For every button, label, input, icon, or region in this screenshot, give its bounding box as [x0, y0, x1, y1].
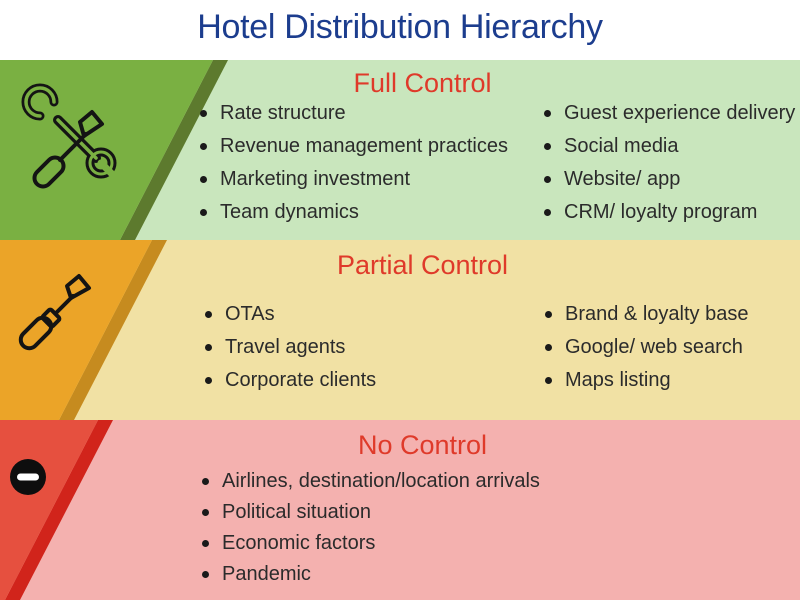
- section-no-control: No Control Airlines, destination/locatio…: [0, 420, 800, 600]
- list-item: Team dynamics: [198, 196, 508, 229]
- list-item: Airlines, destination/location arrivals: [200, 466, 540, 497]
- list-item: Brand & loyalty base: [543, 298, 748, 331]
- list-item: Marketing investment: [198, 163, 508, 196]
- section-partial-control: Partial Control OTAs Travel agents Corpo…: [0, 240, 800, 420]
- ribbon-edge: [5, 420, 113, 600]
- full-control-right-list: Guest experience delivery Social media W…: [542, 97, 795, 229]
- list-item: CRM/ loyalty program: [542, 196, 795, 229]
- list-item: Rate structure: [198, 97, 508, 130]
- no-control-left-list: Airlines, destination/location arrivals …: [200, 466, 540, 590]
- full-control-left-list: Rate structure Revenue management practi…: [198, 97, 508, 229]
- ribbon-edge: [120, 60, 228, 240]
- list-item: Pandemic: [200, 559, 540, 590]
- section-full-control: Full Control Rate structure Revenue mana…: [0, 60, 800, 240]
- partial-control-right-list: Brand & loyalty base Google/ web search …: [543, 298, 748, 397]
- list-item: Social media: [542, 130, 795, 163]
- full-control-ribbon: [0, 60, 228, 240]
- list-item: Revenue management practices: [198, 130, 508, 163]
- list-item: Guest experience delivery: [542, 97, 795, 130]
- list-item: Google/ web search: [543, 331, 748, 364]
- partial-control-ribbon: [0, 240, 167, 420]
- ribbon-body: [0, 240, 152, 420]
- screwdriver-icon: [18, 274, 91, 351]
- list-item: Economic factors: [200, 528, 540, 559]
- section-heading: No Control: [357, 430, 488, 460]
- list-item: Political situation: [200, 497, 540, 528]
- list-item: OTAs: [203, 298, 376, 331]
- page-title: Hotel Distribution Hierarchy: [197, 8, 603, 46]
- partial-control-left-list: OTAs Travel agents Corporate clients: [203, 298, 376, 397]
- minus-circle-icon: [10, 459, 46, 495]
- section-heading: Partial Control: [336, 250, 509, 280]
- list-item: Maps listing: [543, 364, 748, 397]
- list-item: Website/ app: [542, 163, 795, 196]
- ribbon-edge: [59, 240, 167, 420]
- list-item: Corporate clients: [203, 364, 376, 397]
- list-item: Travel agents: [203, 331, 376, 364]
- crossed-tools-icon: [21, 83, 118, 189]
- header: Hotel Distribution Hierarchy: [0, 0, 800, 60]
- section-heading: Full Control: [353, 68, 492, 98]
- no-control-ribbon: [0, 420, 113, 600]
